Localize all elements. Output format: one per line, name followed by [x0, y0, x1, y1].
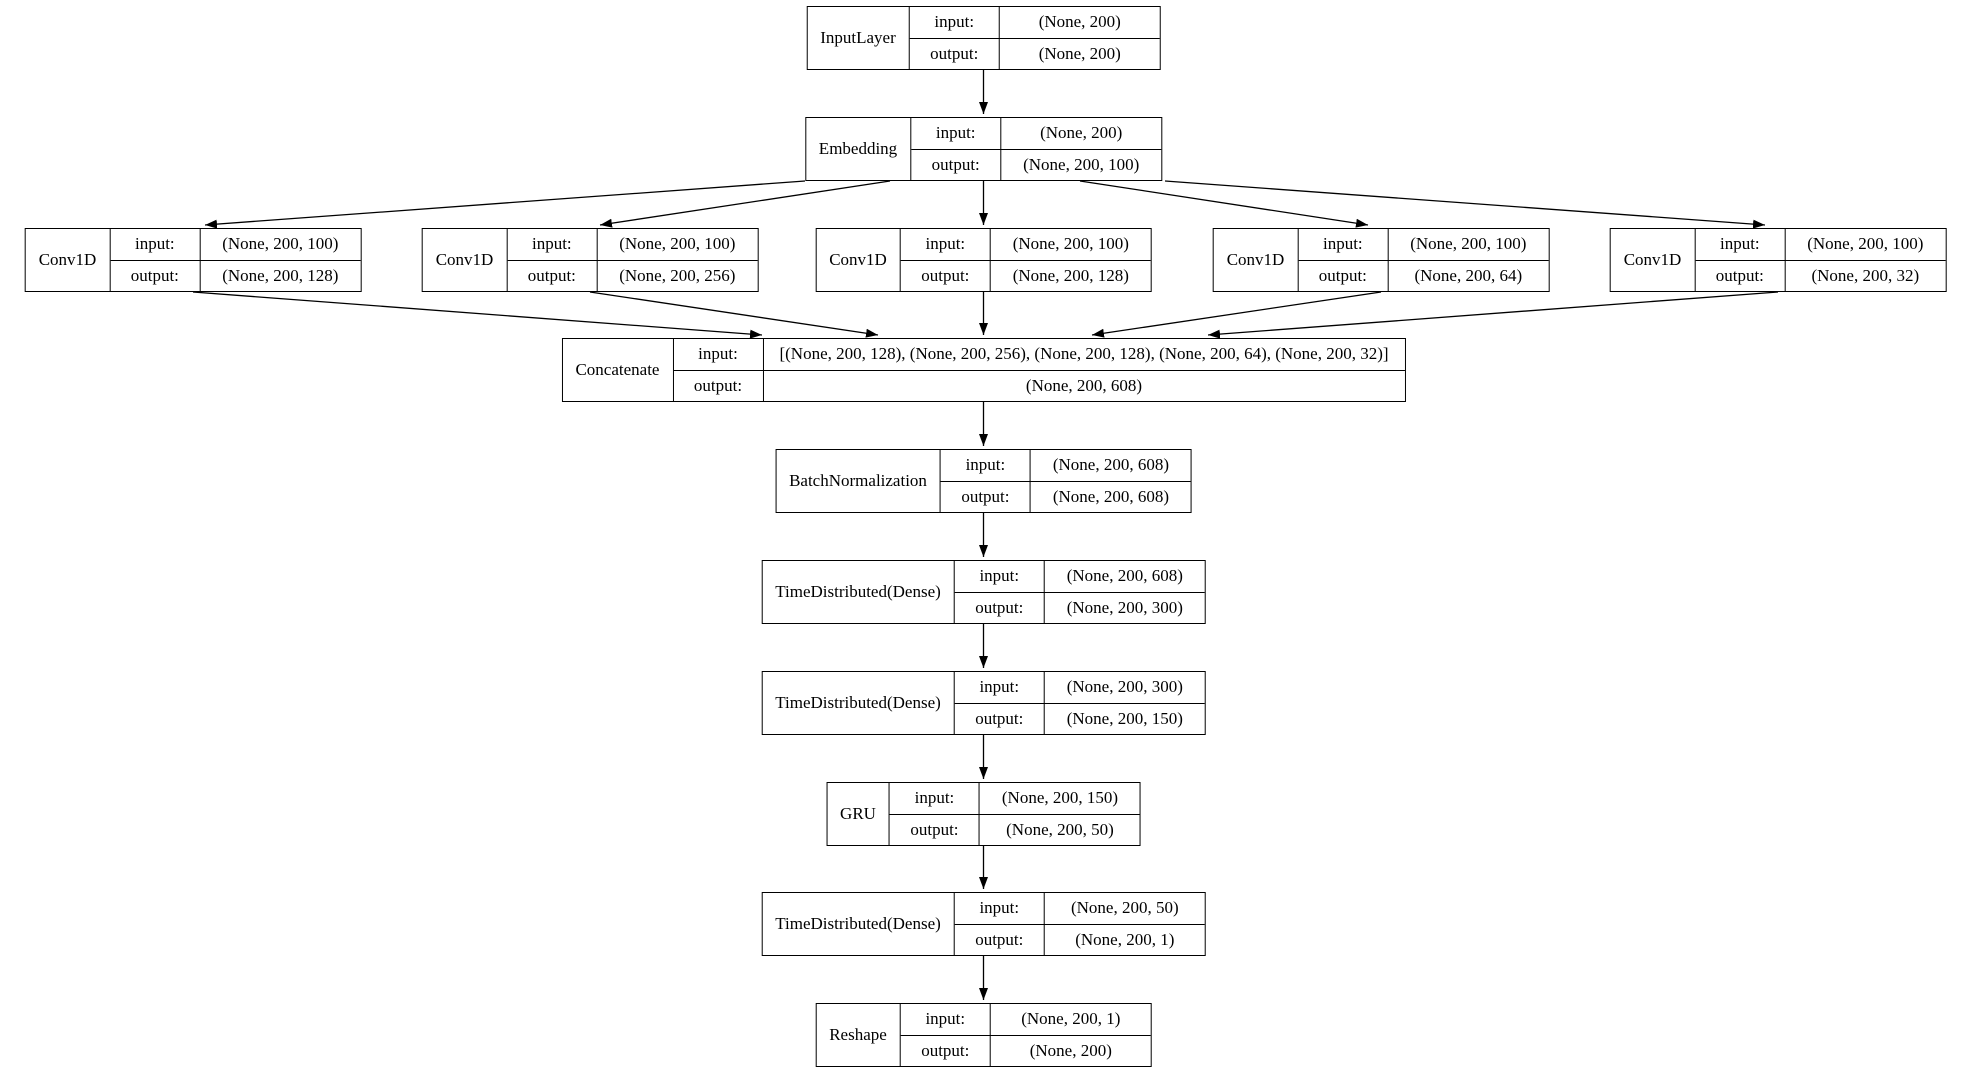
output-label: output: — [1695, 260, 1786, 291]
input-label: input: — [673, 339, 764, 370]
input-label: input: — [901, 229, 991, 260]
input-shape: (None, 200) — [1038, 12, 1121, 32]
layer-name: Conv1D — [1611, 229, 1696, 291]
layer-node-conv1d-2: Conv1D input: (None, 200, 100) output: (… — [421, 228, 759, 292]
input-label: input: — [901, 1004, 991, 1035]
input-label: input: — [1695, 229, 1786, 260]
input-shape: (None, 200, 100) — [1410, 234, 1527, 254]
output-shape: (None, 200, 128) — [222, 265, 339, 285]
output-shape: (None, 200, 608) — [1025, 375, 1143, 395]
output-shape: (None, 200, 64) — [1414, 265, 1523, 285]
layer-node-conv1d-4: Conv1D input: (None, 200, 100) output: (… — [1212, 228, 1550, 292]
output-label: output: — [507, 260, 598, 291]
layer-name: Conv1D — [1214, 229, 1299, 291]
layer-node-embedding: Embedding input: (None, 200) output: (No… — [804, 117, 1163, 181]
input-label: input: — [911, 118, 1002, 149]
edge-embedding-conv1d-4 — [1079, 180, 1369, 228]
input-label: input: — [910, 7, 1000, 38]
layer-node-conv1d-1: Conv1D input: (None, 200, 100) output: (… — [24, 228, 362, 292]
output-shape: (None, 200, 256) — [619, 265, 736, 285]
layer-node-gru: GRU input: (None, 200, 150) output: (Non… — [826, 782, 1141, 846]
output-label: output: — [1298, 260, 1389, 291]
output-shape: (None, 200, 1) — [1075, 929, 1175, 949]
layer-node-inputlayer: InputLayer input: (None, 200) output: (N… — [806, 6, 1161, 70]
output-label: output: — [901, 260, 991, 291]
input-shape: (None, 200, 50) — [1070, 898, 1179, 918]
layer-name: Conv1D — [26, 229, 111, 291]
layer-node-timedistributed-dense-3: TimeDistributed(Dense) input: (None, 200… — [761, 892, 1206, 956]
input-label: input: — [955, 893, 1045, 924]
layer-node-reshape: Reshape input: (None, 200, 1) output: (N… — [815, 1003, 1152, 1067]
layer-name: InputLayer — [807, 7, 910, 69]
edge-conv1d-4-concatenate — [1091, 291, 1382, 338]
layer-name: Reshape — [816, 1004, 901, 1066]
output-shape: (None, 200) — [1029, 1040, 1112, 1060]
layer-node-conv1d-5: Conv1D input: (None, 200, 100) output: (… — [1609, 228, 1947, 292]
output-shape: (None, 200, 150) — [1066, 708, 1183, 728]
input-shape: (None, 200, 1) — [1021, 1009, 1121, 1029]
output-shape: (None, 200, 608) — [1052, 486, 1169, 506]
output-shape: (None, 200, 300) — [1066, 597, 1183, 617]
input-label: input: — [1298, 229, 1389, 260]
input-shape: (None, 200, 150) — [1001, 788, 1119, 808]
layer-node-concatenate: Concatenate input: [(None, 200, 128), (N… — [561, 338, 1406, 402]
input-shape: (None, 200, 608) — [1066, 566, 1183, 586]
input-shape: [(None, 200, 128), (None, 200, 256), (No… — [779, 344, 1389, 364]
layer-node-timedistributed-dense-1: TimeDistributed(Dense) input: (None, 200… — [761, 560, 1206, 624]
input-shape: (None, 200, 608) — [1052, 455, 1169, 475]
layer-node-batchnormalization: BatchNormalization input: (None, 200, 60… — [775, 449, 1192, 513]
output-label: output: — [910, 38, 1000, 69]
edge-conv1d-5-concatenate — [1207, 291, 1779, 339]
output-label: output: — [901, 1035, 991, 1066]
input-shape: (None, 200) — [1040, 123, 1123, 143]
input-shape: (None, 200, 100) — [1807, 234, 1924, 254]
input-shape: (None, 200, 100) — [222, 234, 339, 254]
input-label: input: — [110, 229, 201, 260]
output-label: output: — [673, 370, 764, 401]
edge-embedding-conv1d-5 — [1164, 180, 1766, 229]
layer-name: Concatenate — [562, 339, 674, 401]
layer-name: TimeDistributed(Dense) — [762, 672, 955, 734]
output-shape: (None, 200, 32) — [1811, 265, 1920, 285]
layer-name: Conv1D — [816, 229, 901, 291]
layer-name: Conv1D — [423, 229, 508, 291]
output-shape: (None, 200, 100) — [1023, 154, 1140, 174]
input-label: input: — [941, 450, 1031, 481]
edge-embedding-conv1d-2 — [599, 180, 891, 228]
layer-name: GRU — [827, 783, 890, 845]
output-label: output: — [955, 703, 1045, 734]
layer-node-conv1d-3: Conv1D input: (None, 200, 100) output: (… — [815, 228, 1152, 292]
input-label: input: — [507, 229, 598, 260]
input-label: input: — [955, 561, 1045, 592]
input-shape: (None, 200, 100) — [1012, 234, 1129, 254]
output-label: output: — [955, 592, 1045, 623]
output-label: output: — [941, 481, 1031, 512]
output-shape: (None, 200) — [1038, 43, 1121, 63]
edge-conv1d-2-concatenate — [589, 291, 879, 338]
output-label: output: — [911, 149, 1002, 180]
layer-name: Embedding — [806, 118, 912, 180]
layer-name: TimeDistributed(Dense) — [762, 893, 955, 955]
input-shape: (None, 200, 300) — [1066, 677, 1183, 697]
input-label: input: — [955, 672, 1045, 703]
output-shape: (None, 200, 128) — [1012, 265, 1129, 285]
layer-name: TimeDistributed(Dense) — [762, 561, 955, 623]
output-label: output: — [955, 924, 1045, 955]
layer-name: BatchNormalization — [776, 450, 941, 512]
input-shape: (None, 200, 100) — [619, 234, 736, 254]
edge-conv1d-1-concatenate — [192, 291, 763, 339]
input-label: input: — [890, 783, 980, 814]
output-label: output: — [110, 260, 201, 291]
output-label: output: — [890, 814, 980, 845]
output-shape: (None, 200, 50) — [1006, 819, 1114, 839]
layer-node-timedistributed-dense-2: TimeDistributed(Dense) input: (None, 200… — [761, 671, 1206, 735]
edge-embedding-conv1d-1 — [204, 180, 806, 229]
